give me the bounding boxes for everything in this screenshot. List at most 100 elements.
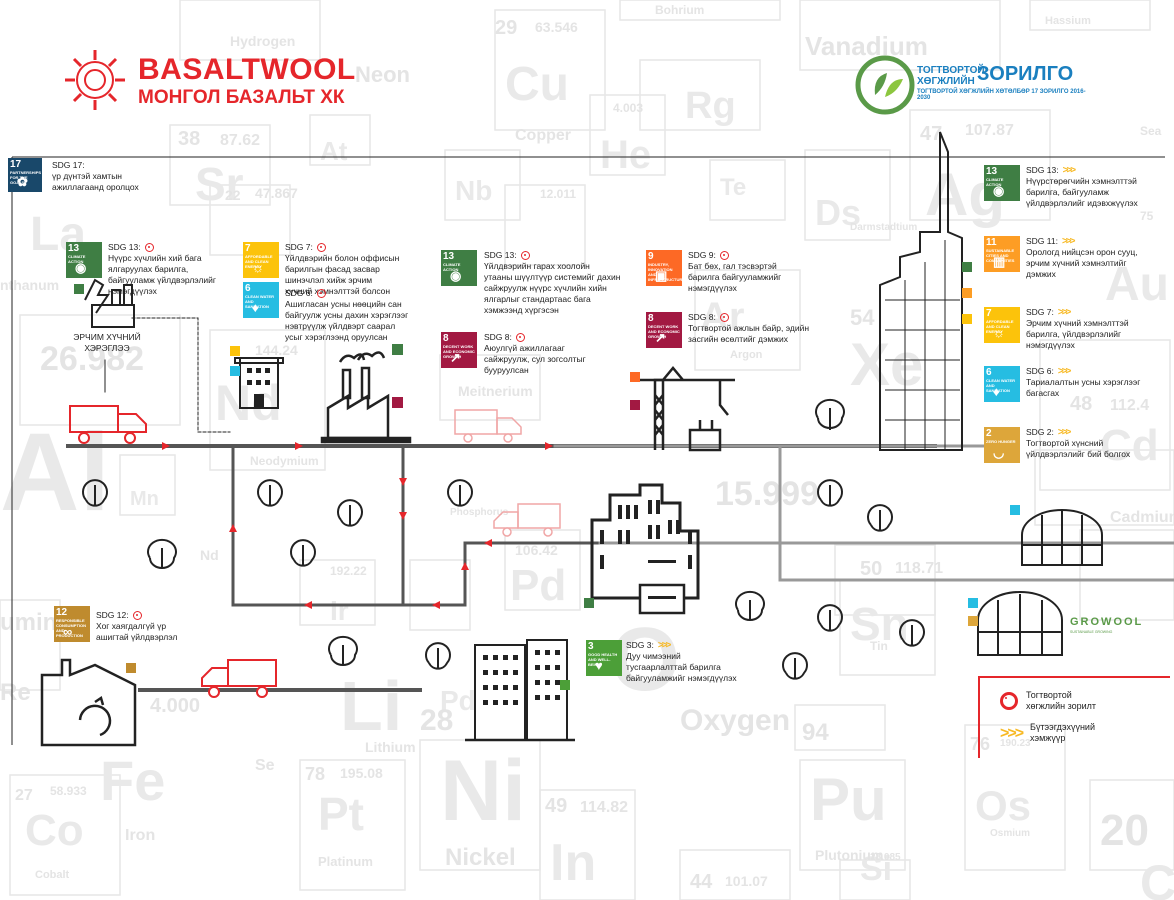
brand-name: BASALTWOOL: [138, 53, 356, 86]
growool-tagline: SUSTAINABLE GROWING: [1070, 630, 1113, 634]
svg-text:Lithium: Lithium: [365, 739, 416, 755]
svg-text:Sea: Sea: [1140, 124, 1162, 138]
power-plant-icon: [84, 278, 135, 328]
svg-text:Ni: Ni: [440, 743, 526, 839]
tree-icon: [867, 504, 893, 532]
svg-text:29: 29: [495, 17, 517, 39]
chevrons-icon: >>>: [1062, 165, 1076, 176]
target-icon: [316, 243, 326, 252]
sun-icon: ☼: [993, 325, 1005, 340]
arrow: [162, 442, 170, 450]
svg-text:Pd: Pd: [510, 561, 566, 610]
eye-icon: ◉: [450, 268, 462, 283]
tree-icon: [815, 398, 845, 430]
arrow: [229, 524, 237, 532]
svg-text:Plutonium: Plutonium: [815, 847, 883, 863]
svg-text:Ds: Ds: [815, 192, 861, 233]
target-icon: [515, 333, 525, 342]
svg-text:101.07: 101.07: [725, 873, 768, 889]
basaltwool-emblem-icon: [65, 50, 125, 110]
sdg6-note: SDG 6: Ашигласан усны нөөцийн сан байгуу…: [285, 288, 409, 342]
chevrons-icon: >>>: [1000, 724, 1024, 742]
tree-icon: [899, 619, 925, 647]
energy-consumption-label: ЭРЧИМ ХҮЧНИЙ ХЭРЭГЛЭЭ: [73, 332, 141, 353]
arrow: [461, 562, 469, 570]
svg-text:28.085: 28.085: [870, 852, 901, 863]
svg-text:Vanadium: Vanadium: [805, 31, 928, 61]
truck-icon: [201, 659, 277, 698]
tree-icon: [817, 479, 843, 507]
leaf-emblem-icon: [855, 55, 915, 115]
arrow: [545, 442, 553, 450]
sdg6-note: SDG 6:>>> Тариалалтын усны хэрэглээг баг…: [1026, 366, 1141, 398]
svg-text:Os: Os: [975, 782, 1031, 829]
svg-text:75: 75: [1140, 209, 1154, 223]
svg-text:Darmstadtium: Darmstadtium: [850, 222, 917, 233]
svg-text:192.22: 192.22: [330, 564, 367, 578]
sdg9-note: SDG 9: Бат бөх, гал тэсвэртэй барилга ба…: [688, 250, 782, 293]
svg-text:Copper: Copper: [515, 127, 571, 144]
arrow: [295, 442, 303, 450]
skyscraper-icon: [879, 131, 963, 451]
svg-text:114.82: 114.82: [580, 799, 628, 816]
svg-text:Platinum: Platinum: [318, 854, 373, 869]
svg-text:47: 47: [920, 123, 942, 145]
svg-text:Fe: Fe: [100, 749, 165, 812]
greenhouse-icon: [1021, 509, 1103, 566]
svg-text:Hassium: Hassium: [1045, 15, 1091, 27]
arrow: [399, 512, 407, 520]
svg-text:In: In: [550, 834, 596, 892]
arrow: [484, 539, 492, 547]
target-icon: [316, 289, 326, 298]
eye-icon: ◉: [993, 183, 1005, 198]
svg-text:94: 94: [802, 719, 829, 746]
svg-text:22: 22: [225, 187, 241, 203]
tree-icon: [735, 590, 765, 621]
sdg17-note: SDG 17: үр дүнтэй хамтын ажиллагаанд оро…: [52, 160, 139, 192]
svg-text:12.011: 12.011: [540, 187, 576, 201]
road-greenhouse: [778, 444, 1174, 582]
svg-text:Nickel: Nickel: [445, 844, 516, 871]
target-icon: [719, 313, 729, 322]
svg-text:Nd: Nd: [200, 547, 219, 563]
sdg7-note: SDG 7:>>> Эрчим хүчний хэмнэлттэй барилг…: [1026, 307, 1129, 350]
svg-text:50: 50: [860, 558, 882, 580]
sdg8-note: SDG 8: Тогтвортой ажлын байр, эдийн засг…: [688, 312, 810, 344]
tree-icon: [257, 479, 283, 507]
svg-text:Bohrium: Bohrium: [655, 3, 704, 17]
svg-text:Se: Se: [255, 757, 275, 774]
greenhouse-icon: [977, 591, 1063, 656]
svg-text:Cu: Cu: [505, 58, 569, 111]
factory-icon: [320, 351, 412, 444]
svg-text:Si: Si: [860, 850, 892, 888]
svg-text:Pt: Pt: [318, 788, 364, 840]
svg-text:Ir: Ir: [330, 595, 349, 626]
legend: Тогтвортой хөгжлийн зорилт >>> Бүтээгдэх…: [978, 676, 1170, 758]
svg-text:195.08: 195.08: [340, 765, 383, 781]
svg-text:20: 20: [1100, 806, 1149, 855]
target-icon: [719, 251, 729, 260]
road-network: [66, 317, 1174, 692]
heartbeat-icon: ♥: [595, 658, 603, 673]
truck-icon: [454, 409, 522, 443]
target-icon: [1000, 692, 1018, 710]
city-buildings-icon: [590, 483, 700, 615]
svg-text:C: C: [1140, 855, 1174, 900]
sdg8-note: SDG 8: Аюулгүй ажиллагааг сайжруулж, сул…: [484, 332, 586, 375]
city-icon: ▥: [993, 254, 1006, 269]
svg-text:15.999: 15.999: [715, 475, 819, 513]
sdg13-note: SDG 13:>>> Нүүрстөрөгчийн хэмнэлттэй бар…: [1026, 165, 1138, 208]
svg-text:48: 48: [1070, 393, 1092, 415]
basaltwool-logo: BASALTWOOL МОНГОЛ БАЗАЛЬТ ХК: [60, 45, 360, 115]
svg-text:Sn: Sn: [850, 598, 909, 650]
cubes-icon: ▣: [655, 268, 668, 283]
svg-text:44: 44: [690, 871, 713, 893]
growool-logo: GROWOOL: [1070, 616, 1144, 628]
sdg17-symbol-icon: ✿: [17, 174, 28, 189]
